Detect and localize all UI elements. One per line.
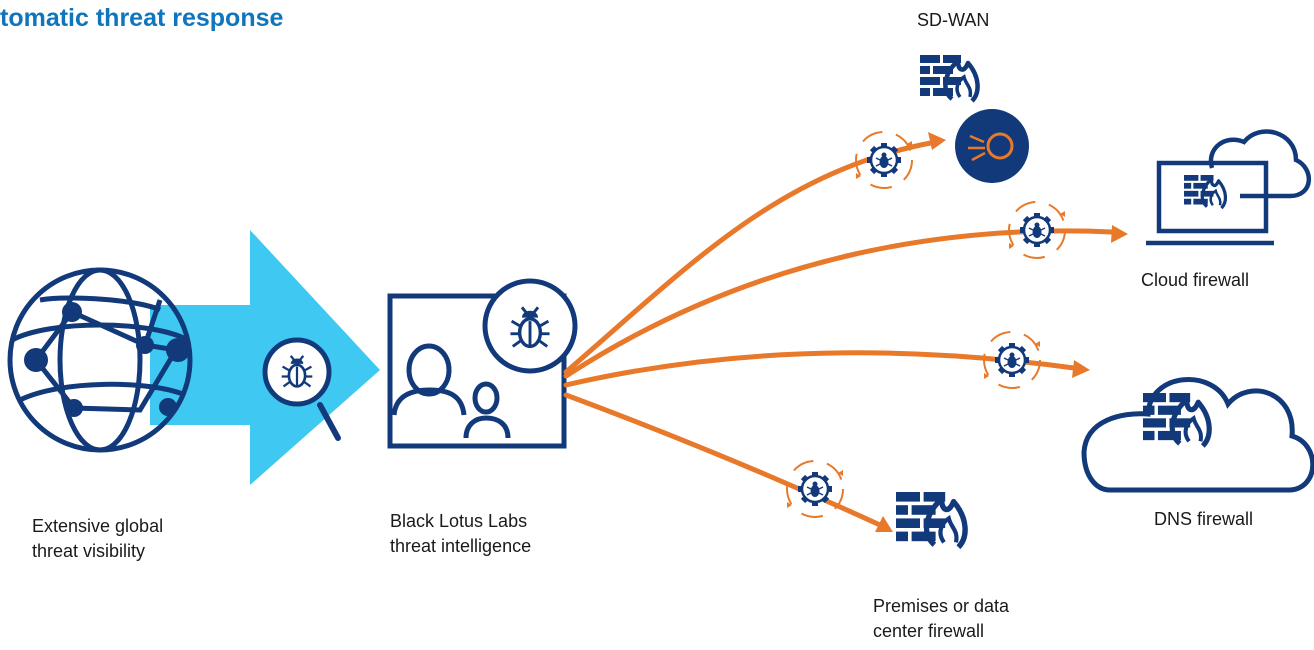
laptop-icon <box>1146 160 1274 246</box>
firewall-icon <box>920 55 978 101</box>
cloud-icon <box>1081 377 1314 493</box>
label-cloud-firewall: Cloud firewall <box>1141 270 1250 290</box>
firewall-icon <box>1143 393 1209 446</box>
firewall-icon <box>896 492 965 547</box>
label-dns-firewall: DNS firewall <box>1154 509 1254 529</box>
label-premises-firewall: Premises or data center firewall <box>873 596 1010 641</box>
firewall-icon <box>1182 173 1228 210</box>
diagram-title: tomatic threat response <box>0 4 284 32</box>
flow-arrow <box>150 230 380 485</box>
label-global-visibility: Extensive global threat visibility <box>32 516 164 561</box>
network-hub-icon <box>955 109 1029 183</box>
cloud-icon <box>1208 129 1312 199</box>
label-sd-wan: SD-WAN <box>917 10 990 30</box>
label-black-lotus-labs: Black Lotus Labs threat intelligence <box>390 511 532 556</box>
magnifier-bug-icon <box>262 337 341 441</box>
